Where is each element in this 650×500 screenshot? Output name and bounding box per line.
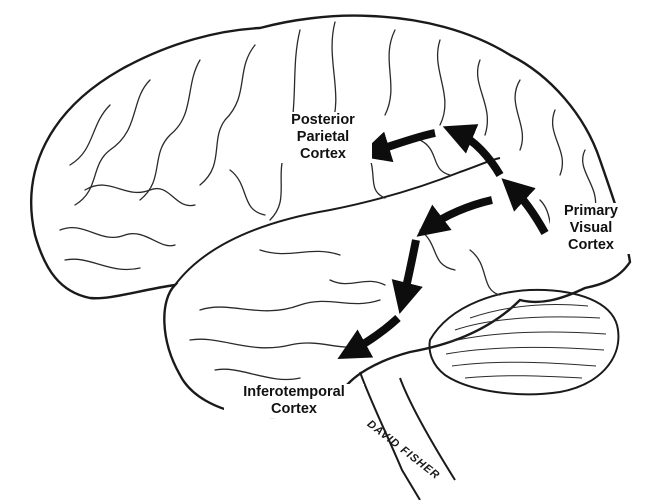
- gyri-lines: [59, 21, 597, 381]
- sylvian-fissure: [174, 157, 501, 286]
- visual-stream-arrows: [337, 124, 549, 359]
- label-line: Parietal: [296, 129, 350, 145]
- posterior-parietal-cortex-label: Posterior Parietal Cortex: [274, 112, 372, 163]
- primary-visual-cortex-label: Primary Visual Cortex: [550, 203, 632, 254]
- cerebellum-folia: [445, 304, 607, 379]
- label-line: Visual: [569, 220, 613, 236]
- label-line: Primary: [563, 203, 618, 219]
- ventral-stream-arrow-1: [416, 196, 493, 237]
- brainstem-outline: [359, 371, 456, 500]
- dorsal-stream-arrow-2: [442, 124, 504, 178]
- dorsal-stream-arrow-1: [501, 178, 549, 235]
- cerebellum-outline: [428, 288, 620, 396]
- inferotemporal-cortex-label: Inferotemporal Cortex: [224, 384, 364, 418]
- ventral-stream-arrow-3: [337, 315, 401, 359]
- label-line: Inferotemporal: [243, 384, 345, 400]
- cerebrum-outline: [30, 14, 632, 418]
- label-line: Cortex: [568, 237, 614, 253]
- label-line: Cortex: [271, 401, 317, 417]
- dorsal-stream-arrow-3: [358, 129, 436, 163]
- label-line: Posterior: [291, 112, 355, 128]
- label-line: Cortex: [300, 146, 346, 162]
- ventral-stream-arrow-2: [391, 239, 423, 314]
